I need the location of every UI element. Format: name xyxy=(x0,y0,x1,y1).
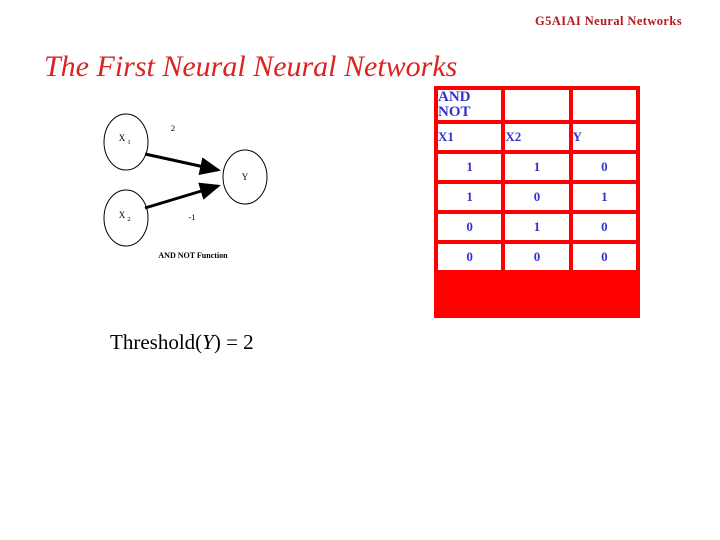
edge-x1-to-y xyxy=(144,152,221,175)
truth-table: AND NOT X1 X2 Y 1 1 0 xyxy=(434,86,640,318)
table-row: 0 1 0 xyxy=(438,214,636,240)
truth-table-spacer-1 xyxy=(505,90,569,120)
column-header-x2: X2 xyxy=(505,124,569,150)
cell-r2-x2: 1 xyxy=(505,214,569,240)
node-x2-label: X xyxy=(119,210,126,220)
threshold-prefix: Threshold( xyxy=(110,330,203,354)
truth-table-title-row: AND NOT xyxy=(438,90,636,120)
neural-network-diagram: X 1 X 2 Y 2 -1 AND NOT Function xyxy=(95,110,305,275)
threshold-formula: Threshold(Y) = 2 xyxy=(110,330,254,355)
truth-table-spacer-2 xyxy=(572,90,636,120)
cell-r3-x1: 0 xyxy=(438,244,502,270)
truth-table-header-row: X1 X2 Y xyxy=(438,124,636,150)
cell-r0-x2: 1 xyxy=(505,154,569,180)
node-y-label: Y xyxy=(242,172,249,182)
corner-line-2: NOT xyxy=(438,104,471,120)
node-x2-subscript: 2 xyxy=(127,216,130,223)
column-header-y: Y xyxy=(572,124,636,150)
cell-r1-y: 1 xyxy=(572,184,636,210)
cell-r1-x1: 1 xyxy=(438,184,502,210)
truth-table-corner-cell: AND NOT xyxy=(438,89,502,120)
node-x1-subscript: 1 xyxy=(127,139,130,146)
cell-r2-x1: 0 xyxy=(438,214,502,240)
cell-r3-y: 0 xyxy=(572,244,636,270)
cell-r3-x2: 0 xyxy=(505,244,569,270)
cell-r2-y: 0 xyxy=(572,214,636,240)
node-x2 xyxy=(103,189,149,247)
node-x1-label: X xyxy=(119,133,126,143)
edge-x2-to-y xyxy=(144,182,221,210)
truth-table-grid: AND NOT X1 X2 Y 1 1 0 xyxy=(434,86,640,274)
threshold-variable: Y xyxy=(202,330,214,354)
node-y xyxy=(222,149,268,205)
table-row: 0 0 0 xyxy=(438,244,636,270)
diagram-caption: AND NOT Function xyxy=(158,251,228,260)
column-header-x1: X1 xyxy=(438,124,502,150)
cell-r0-x1: 1 xyxy=(438,154,502,180)
weight-x2-label: -1 xyxy=(188,212,195,222)
slide-running-header: G5AIAI Neural Networks xyxy=(535,14,682,28)
cell-r1-x2: 0 xyxy=(505,184,569,210)
table-row: 1 1 0 xyxy=(438,154,636,180)
page-title: The First Neural Neural Networks xyxy=(44,50,458,83)
threshold-suffix: ) = 2 xyxy=(213,330,254,354)
corner-line-1: AND xyxy=(438,89,471,105)
cell-r0-y: 0 xyxy=(572,154,636,180)
node-x1 xyxy=(103,113,149,171)
table-row: 1 0 1 xyxy=(438,184,636,210)
weight-x1-label: 2 xyxy=(171,123,175,133)
